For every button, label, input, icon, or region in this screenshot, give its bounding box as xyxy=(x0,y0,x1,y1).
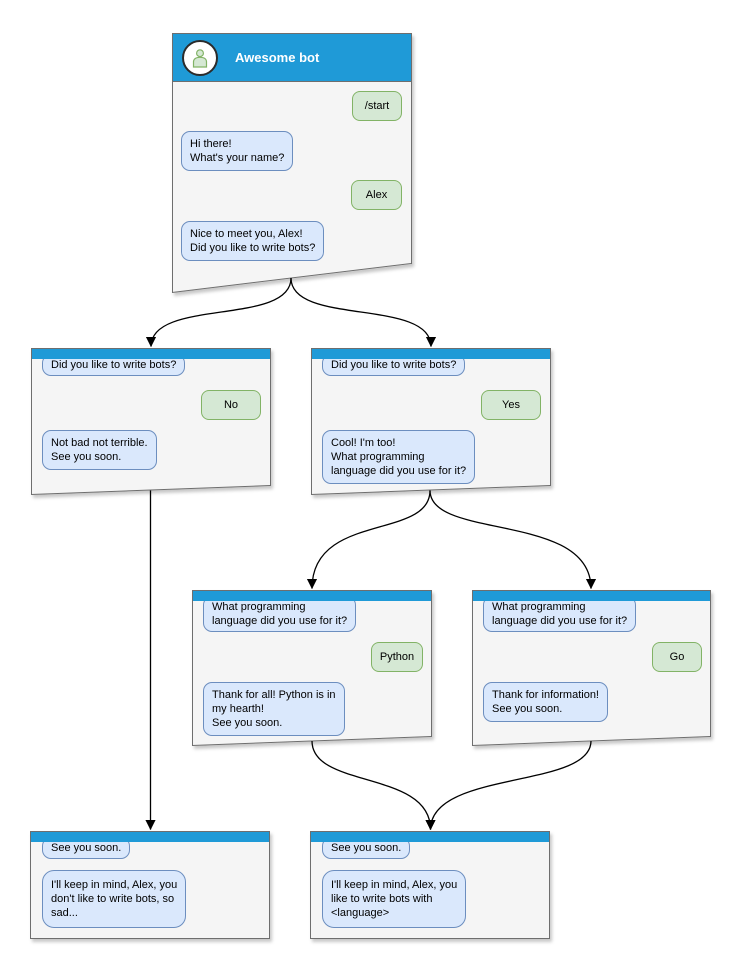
chat-window-end-language: See you soon. I'll keep in mind, Alex, y… xyxy=(310,831,550,939)
window-title-bar: Awesome bot xyxy=(173,34,411,82)
bot-message-bubble: Hi there! What's your name? xyxy=(181,131,293,171)
chat-window-end-no: See you soon. I'll keep in mind, Alex, y… xyxy=(30,831,270,939)
bot-reply-bubble: Cool! I'm too! What programming language… xyxy=(322,430,475,484)
bot-message-bubble: Nice to meet you, Alex! Did you like to … xyxy=(181,221,324,261)
chat-window-branch-yes: Did you like to write bots? Yes Cool! I'… xyxy=(311,348,551,495)
bot-reply-bubble: I'll keep in mind, Alex, you don't like … xyxy=(42,870,187,928)
user-answer-bubble: Python xyxy=(371,642,423,672)
connector-yes-to-python xyxy=(306,490,431,590)
user-avatar-icon xyxy=(182,40,218,76)
window-title-bar xyxy=(311,832,549,842)
bot-reply-bubble: Thank for all! Python is in my hearth! S… xyxy=(203,682,345,736)
bot-question-bubble: What programming language did you use fo… xyxy=(203,596,356,632)
bot-question-bubble: Did you like to write bots? xyxy=(42,354,185,376)
bot-reply-bubble: I'll keep in mind, Alex, you like to wri… xyxy=(322,870,467,928)
bot-reply-bubble: Not bad not terrible. See you soon. xyxy=(42,430,157,470)
chat-window-lang-python: What programming language did you use fo… xyxy=(192,590,432,746)
chat-window-main: Awesome bot /start Hi there! What's your… xyxy=(172,33,412,293)
window-title-bar xyxy=(193,591,431,601)
window-title: Awesome bot xyxy=(235,50,320,65)
bot-reply-bubble: Thank for information! See you soon. xyxy=(483,682,608,722)
chat-window-branch-no: Did you like to write bots? No Not bad n… xyxy=(31,348,271,495)
chat-window-lang-go: What programming language did you use fo… xyxy=(472,590,711,746)
user-answer-bubble: No xyxy=(201,390,261,420)
window-title-bar xyxy=(312,349,550,359)
user-message-bubble: Alex xyxy=(351,180,402,210)
user-message-bubble: /start xyxy=(352,91,402,121)
bot-question-bubble: What programming language did you use fo… xyxy=(483,596,636,632)
user-answer-bubble: Go xyxy=(652,642,702,672)
connector-python-to-end xyxy=(311,740,436,831)
user-answer-bubble: Yes xyxy=(481,390,541,420)
connector-go-to-end xyxy=(425,740,592,831)
bot-question-bubble: See you soon. xyxy=(42,837,131,859)
window-title-bar xyxy=(31,832,269,842)
window-title-bar xyxy=(473,591,710,601)
connector-yes-to-go xyxy=(429,490,597,590)
window-title-bar xyxy=(32,349,270,359)
